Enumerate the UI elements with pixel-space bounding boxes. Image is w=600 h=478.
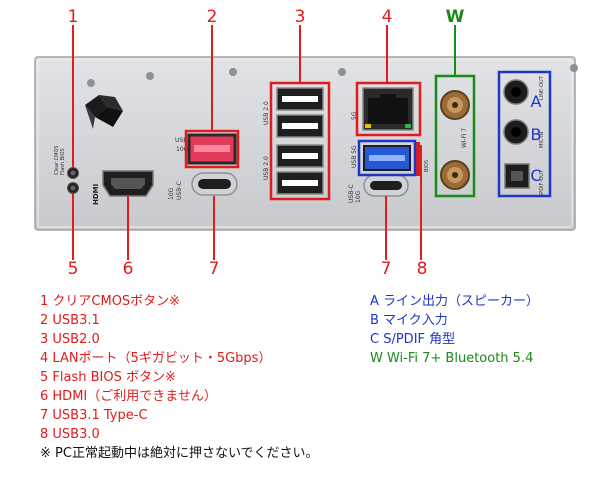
usb30-port: USB 5G BIOS <box>351 142 430 176</box>
callout-5: 5 <box>68 259 79 279</box>
legend-item: 1 クリアCMOSボタン※ <box>40 294 181 309</box>
mic-in-jack <box>503 119 529 145</box>
hdmi-port: HDMI <box>92 170 154 205</box>
spdif-out-label: SPDIF-OUT <box>539 169 545 197</box>
callout-6: 6 <box>123 259 134 279</box>
screw-hole-icon <box>338 68 346 76</box>
mic-in-label: MIC-IN <box>539 131 545 148</box>
clear-cmos-flash-bios-area: Clear CMOS Flash BIOS <box>54 145 79 194</box>
lan-5g-label: 5G <box>351 111 358 120</box>
lan-port: 5G <box>351 87 414 131</box>
legend-item: 7 USB3.1 Type-C <box>40 408 148 423</box>
brand-logo-icon <box>85 95 123 129</box>
usbc2-label: USB-C <box>348 184 355 203</box>
legend-right: A ライン出力（スピーカー） B マイク入力 C S/PDIF 角型 W Wi-… <box>370 292 539 368</box>
legend-item: 5 Flash BIOS ボタン※ <box>40 370 176 385</box>
screw-hole-icon <box>146 72 154 80</box>
legend-item: C S/PDIF 角型 <box>370 332 456 347</box>
highlight-box-4 <box>355 81 422 137</box>
callout-numbers: 1 2 3 4 W 5 6 7 7 8 A B C <box>68 7 542 279</box>
highlight-box-8 <box>357 139 417 177</box>
usb-10g-label: 10G <box>176 146 189 153</box>
antenna-connector-icon <box>440 90 470 120</box>
callout-c: C <box>530 166 541 185</box>
callout-2: 2 <box>207 7 218 27</box>
hdmi-label: HDMI <box>92 184 100 205</box>
callout-b: B <box>531 125 542 144</box>
callout-8: 8 <box>417 259 428 279</box>
callout-7-left: 7 <box>209 259 220 279</box>
usbc-10g-label: 10G <box>168 187 175 200</box>
usbc-label: USB-C <box>176 181 183 200</box>
highlight-box-audio <box>497 70 552 198</box>
legend-note: ※ PC正常起動中は絶対に押さないでください。 <box>40 446 319 461</box>
legend-item: B マイク入力 <box>370 313 448 328</box>
legend-item: A ライン出力（スピーカー） <box>370 294 540 309</box>
line-out-label: LINE-OUT <box>539 75 545 100</box>
usb-label: USB <box>175 137 187 144</box>
io-shield-plate <box>34 56 578 231</box>
callout-1: 1 <box>68 7 79 27</box>
callout-7-right: 7 <box>381 259 392 279</box>
legend-item: 8 USB3.0 <box>40 427 100 442</box>
usb-c-port-left: USB-C 10G <box>168 172 238 200</box>
usb31-type-a-port: USB 10G <box>175 133 237 165</box>
button-center-icon <box>70 170 76 176</box>
legend-left: 1 クリアCMOSボタン※ 2 USB3.1 3 USB2.0 4 LANポート… <box>40 292 319 463</box>
legend-item: 4 LANポート（5ギガビット・5Gbps） <box>40 351 272 366</box>
callout-a: A <box>531 92 542 111</box>
button-center-icon <box>70 185 76 191</box>
bios-label: BIOS <box>424 160 430 172</box>
screw-hole-icon <box>87 79 95 87</box>
line-out-jack <box>503 79 529 105</box>
flash-bios-label: Flash BIOS <box>60 148 66 175</box>
callout-w: W <box>446 7 465 27</box>
legend-item: 3 USB2.0 <box>40 332 100 347</box>
wifi-label: Wi-Fi 7 <box>461 128 468 148</box>
legend-item: 6 HDMI（ご利用できません） <box>40 389 217 404</box>
wifi-antenna-connectors: Wi-Fi 7 <box>440 90 470 190</box>
usb20-label-bottom: USB 2.0 <box>263 156 270 180</box>
callout-leader-lines <box>72 25 456 260</box>
legend-item-wifi: W Wi-Fi 7+ Bluetooth 5.4 <box>370 351 534 366</box>
callout-3: 3 <box>295 7 306 27</box>
antenna-connector-icon <box>440 160 470 190</box>
usb5g-label: USB 5G <box>351 145 358 168</box>
clear-cmos-label: Clear CMOS <box>54 145 60 175</box>
callout-4: 4 <box>382 7 393 27</box>
screw-hole-icon <box>570 64 578 72</box>
legend-item: 2 USB3.1 <box>40 313 100 328</box>
usbc2-10g-label: 10G <box>355 190 362 203</box>
audio-jacks: LINE-OUT MIC-IN SPDIF-OUT <box>503 75 545 197</box>
usb20-label-top: USB 2.0 <box>263 101 270 125</box>
screw-hole-icon <box>229 68 237 76</box>
spdif-out-port <box>504 163 530 189</box>
usb20-port-stack: USB 2.0 USB 2.0 <box>263 87 324 195</box>
